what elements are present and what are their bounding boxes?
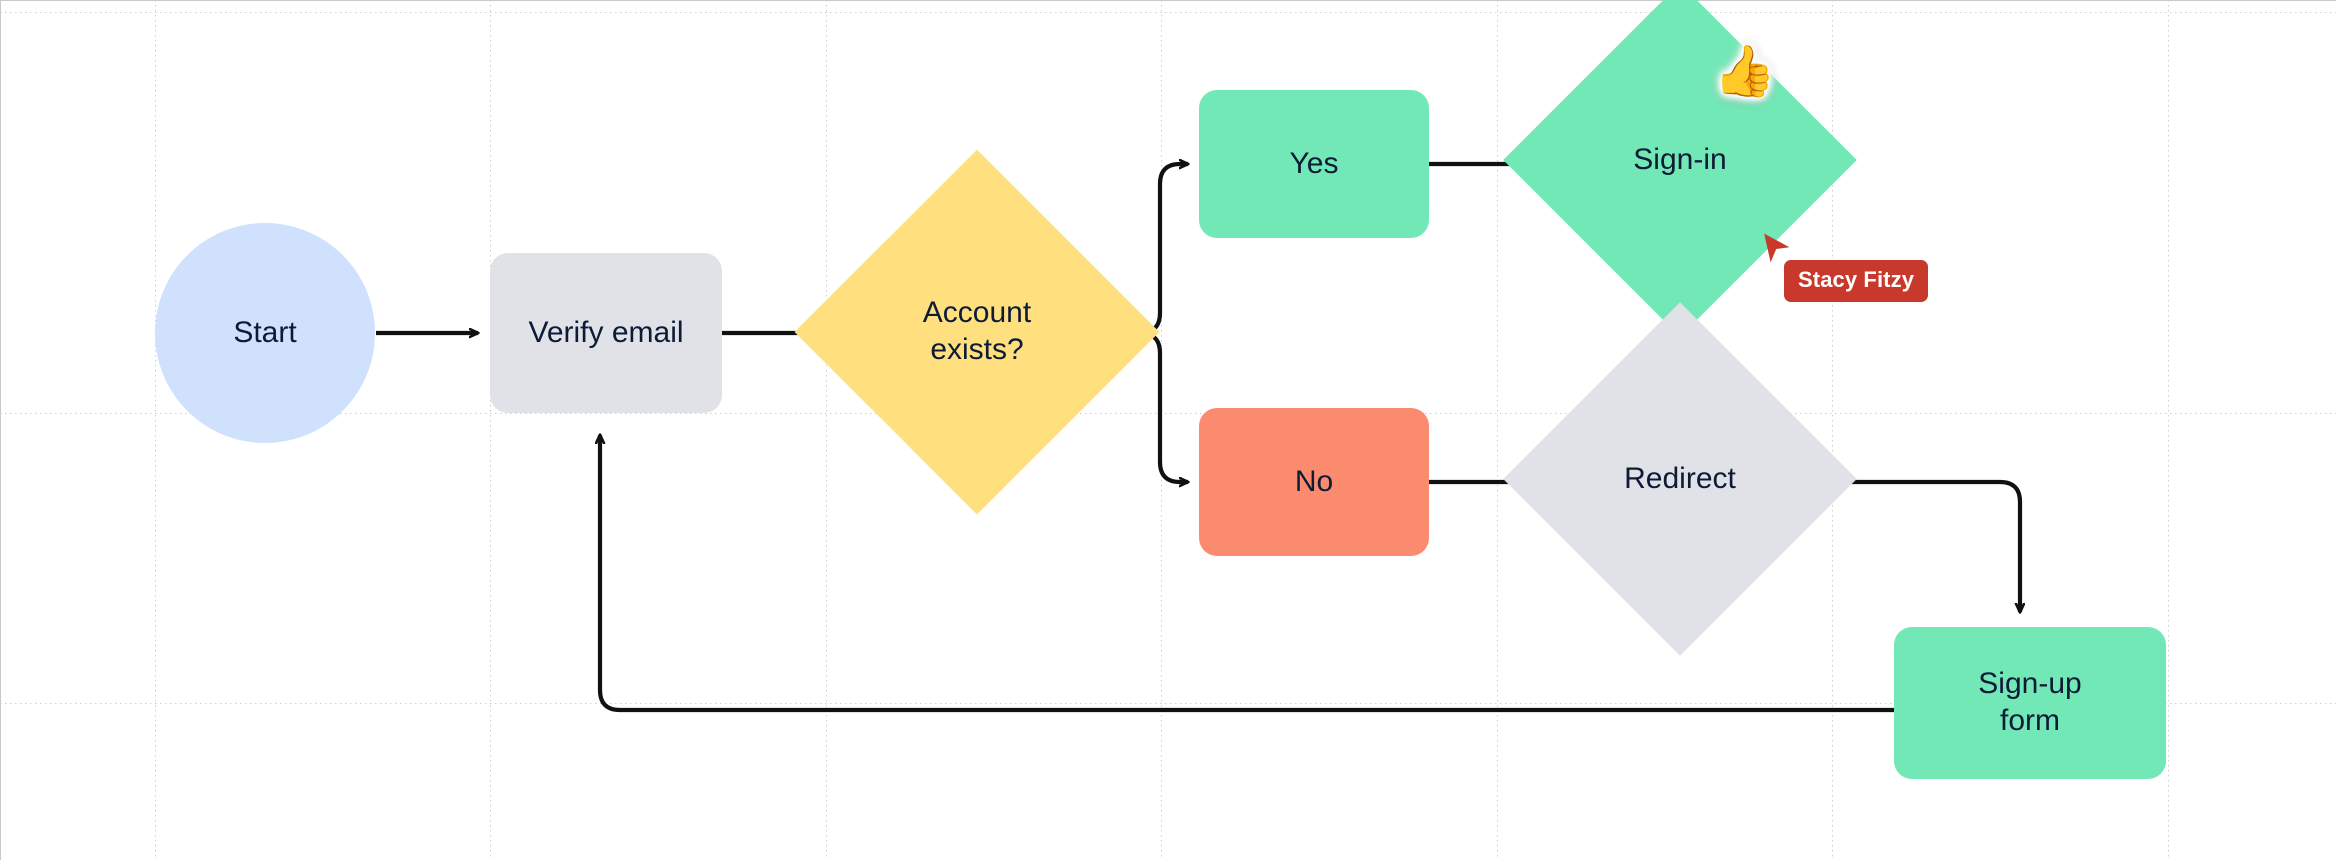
thumbs-up-glyph: 👍 [1713,43,1777,99]
node-sign-up-form-label: Sign-up form [1978,667,2082,737]
grid-line-horizontal [0,413,2336,414]
node-no[interactable]: No [1199,408,1429,556]
node-sign-in[interactable]: Sign-in [1503,0,1857,337]
grid-line-vertical [1161,0,1162,860]
cursor-pointer-icon [1764,233,1790,263]
node-verify-email-label: Verify email [528,315,684,349]
grid-line-vertical [1497,0,1498,860]
grid-line-horizontal [0,12,2336,13]
grid-line-vertical [2168,0,2169,860]
node-yes[interactable]: Yes [1199,90,1429,238]
node-redirect[interactable]: Redirect [1503,302,1857,656]
node-account-exists[interactable]: Account exists? [794,149,1160,515]
remote-cursor: Stacy Fitzy [1762,232,1929,302]
remote-cursor-name-badge: Stacy Fitzy [1784,260,1929,302]
node-start-label: Start [233,315,297,349]
node-verify-email[interactable]: Verify email [490,253,722,413]
node-no-label: No [1294,464,1334,498]
grid-line-vertical [155,0,156,860]
node-sign-in-label: Sign-in [1633,142,1727,176]
node-start[interactable]: Start [155,223,375,443]
node-account-exists-label: Account exists? [922,296,1032,366]
node-yes-label: Yes [1289,146,1339,180]
node-redirect-label: Redirect [1624,461,1736,495]
grid-line-vertical [1832,0,1833,860]
grid-line-vertical [826,0,827,860]
edge-redirect-to-signup [1805,479,2020,612]
node-sign-up-form[interactable]: Sign-up form [1894,627,2166,779]
thumbs-up-icon[interactable]: 👍 [1712,38,1778,104]
grid-line-vertical [490,0,491,860]
